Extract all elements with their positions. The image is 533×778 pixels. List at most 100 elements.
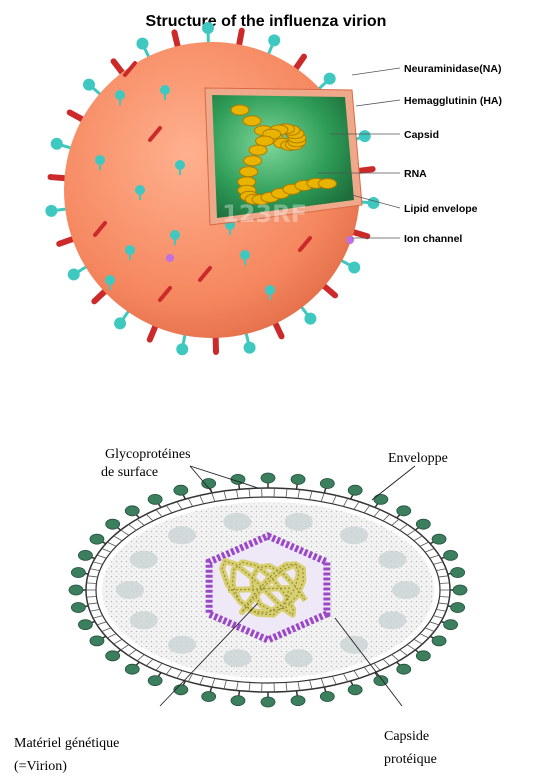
glycoprotein-head — [125, 664, 139, 674]
glycoprotein-head — [148, 494, 162, 504]
glycoprotein-head — [231, 696, 245, 706]
neuraminidase-head — [244, 342, 256, 354]
label-lipid-envelope: Lipid envelope — [404, 203, 478, 215]
glycoprotein-head — [451, 567, 465, 577]
glycoprotein-head — [78, 550, 92, 560]
glycoprotein-head — [125, 506, 139, 516]
matrix-protein — [130, 551, 158, 569]
glycoprotein-head — [174, 485, 188, 495]
glycoprotein-head — [90, 636, 104, 646]
neuraminidase-head — [268, 34, 280, 46]
neuraminidase-head — [160, 85, 170, 95]
glycoprotein-head — [320, 478, 334, 488]
glycoprotein-head — [71, 603, 85, 613]
glycoprotein-head — [453, 585, 467, 595]
neuraminidase-head — [265, 285, 275, 295]
matrix-protein — [285, 649, 313, 667]
matrix-protein — [378, 611, 406, 629]
matrix-protein — [223, 649, 251, 667]
neuraminidase-head — [68, 268, 80, 280]
glycoprotein-head — [397, 506, 411, 516]
neuraminidase-head — [324, 73, 336, 85]
neuraminidase-head — [367, 197, 379, 209]
rna-segment — [249, 145, 267, 155]
matrix-protein — [223, 513, 251, 531]
neuraminidase-head — [45, 205, 57, 217]
neuraminidase-head — [304, 313, 316, 325]
label-capside-1: Capside — [384, 729, 429, 744]
watermark-text: 123RF — [222, 200, 307, 228]
label-ion-channel: Ion channel — [404, 233, 462, 245]
neuraminidase-head — [359, 130, 371, 142]
rna-segment — [318, 179, 336, 189]
neuraminidase-head — [170, 230, 180, 240]
glycoprotein-head — [106, 651, 120, 661]
glycoprotein-head — [202, 478, 216, 488]
matrix-protein — [378, 551, 406, 569]
matrix-protein — [392, 581, 420, 599]
matrix-protein — [116, 581, 144, 599]
glycoprotein-head — [291, 696, 305, 706]
neuraminidase-head — [95, 155, 105, 165]
glycoprotein-head — [261, 473, 275, 483]
rna-segment — [244, 156, 262, 166]
label-capsid: Capsid — [404, 129, 439, 141]
glycoprotein-head — [291, 474, 305, 484]
neuraminidase-head — [240, 250, 250, 260]
glycoprotein-head — [69, 585, 83, 595]
neuraminidase-head — [114, 317, 126, 329]
matrix-protein — [285, 513, 313, 531]
glycoprotein-head — [90, 534, 104, 544]
label-glycoproteines-2: de surface — [101, 465, 158, 480]
glycoprotein-head — [451, 603, 465, 613]
neuraminidase-head — [115, 90, 125, 100]
label-rna: RNA — [404, 168, 427, 180]
neuraminidase-head — [135, 185, 145, 195]
neuraminidase-head — [105, 275, 115, 285]
label-neuraminidase: Neuraminidase(NA) — [404, 63, 501, 75]
label-materiel-1: Matériel génétique — [14, 736, 119, 751]
glycoprotein-head — [444, 620, 458, 630]
label-hemagglutinin: Hemagglutinin (HA) — [404, 95, 502, 107]
top-diagram-title: Structure of the influenza virion — [146, 13, 387, 30]
ion-channel — [166, 254, 174, 262]
matrix-protein — [340, 636, 368, 654]
neuraminidase-head — [348, 262, 360, 274]
label-glycoproteines-1: Glycoprotéines — [105, 447, 191, 462]
neuraminidase-head — [176, 343, 188, 355]
neuraminidase-head — [175, 160, 185, 170]
glycoprotein-head — [416, 519, 430, 529]
glycoprotein-head — [397, 664, 411, 674]
matrix-protein — [130, 611, 158, 629]
glycoprotein-head — [348, 485, 362, 495]
label-enveloppe: Enveloppe — [388, 451, 448, 466]
virion-cross-section — [86, 488, 450, 692]
glycoprotein-head — [71, 567, 85, 577]
glycoprotein-head — [320, 692, 334, 702]
glycoprotein-head — [444, 550, 458, 560]
matrix-protein — [168, 636, 196, 654]
neuraminidase-head — [202, 22, 214, 34]
rna-segment — [256, 136, 274, 146]
glycoprotein-head — [432, 636, 446, 646]
glycoprotein-head — [261, 697, 275, 707]
rna-segment — [240, 167, 258, 177]
neuraminidase-head — [83, 79, 95, 91]
glycoprotein-head — [416, 651, 430, 661]
neuraminidase-head — [136, 38, 148, 50]
neuraminidase-head — [125, 245, 135, 255]
label-materiel-2: (=Virion) — [14, 759, 67, 774]
neuraminidase-head — [51, 138, 63, 150]
glycoprotein-head — [148, 676, 162, 686]
glycoprotein-head — [202, 692, 216, 702]
glycoprotein-head — [432, 534, 446, 544]
glycoprotein-head — [78, 620, 92, 630]
rna-segment — [231, 105, 249, 115]
glycoprotein-head — [348, 685, 362, 695]
glycoprotein-head — [106, 519, 120, 529]
rna-segment — [243, 116, 261, 126]
matrix-protein — [168, 526, 196, 544]
ion-channel — [346, 236, 354, 244]
label-capside-2: protéique — [384, 752, 437, 767]
